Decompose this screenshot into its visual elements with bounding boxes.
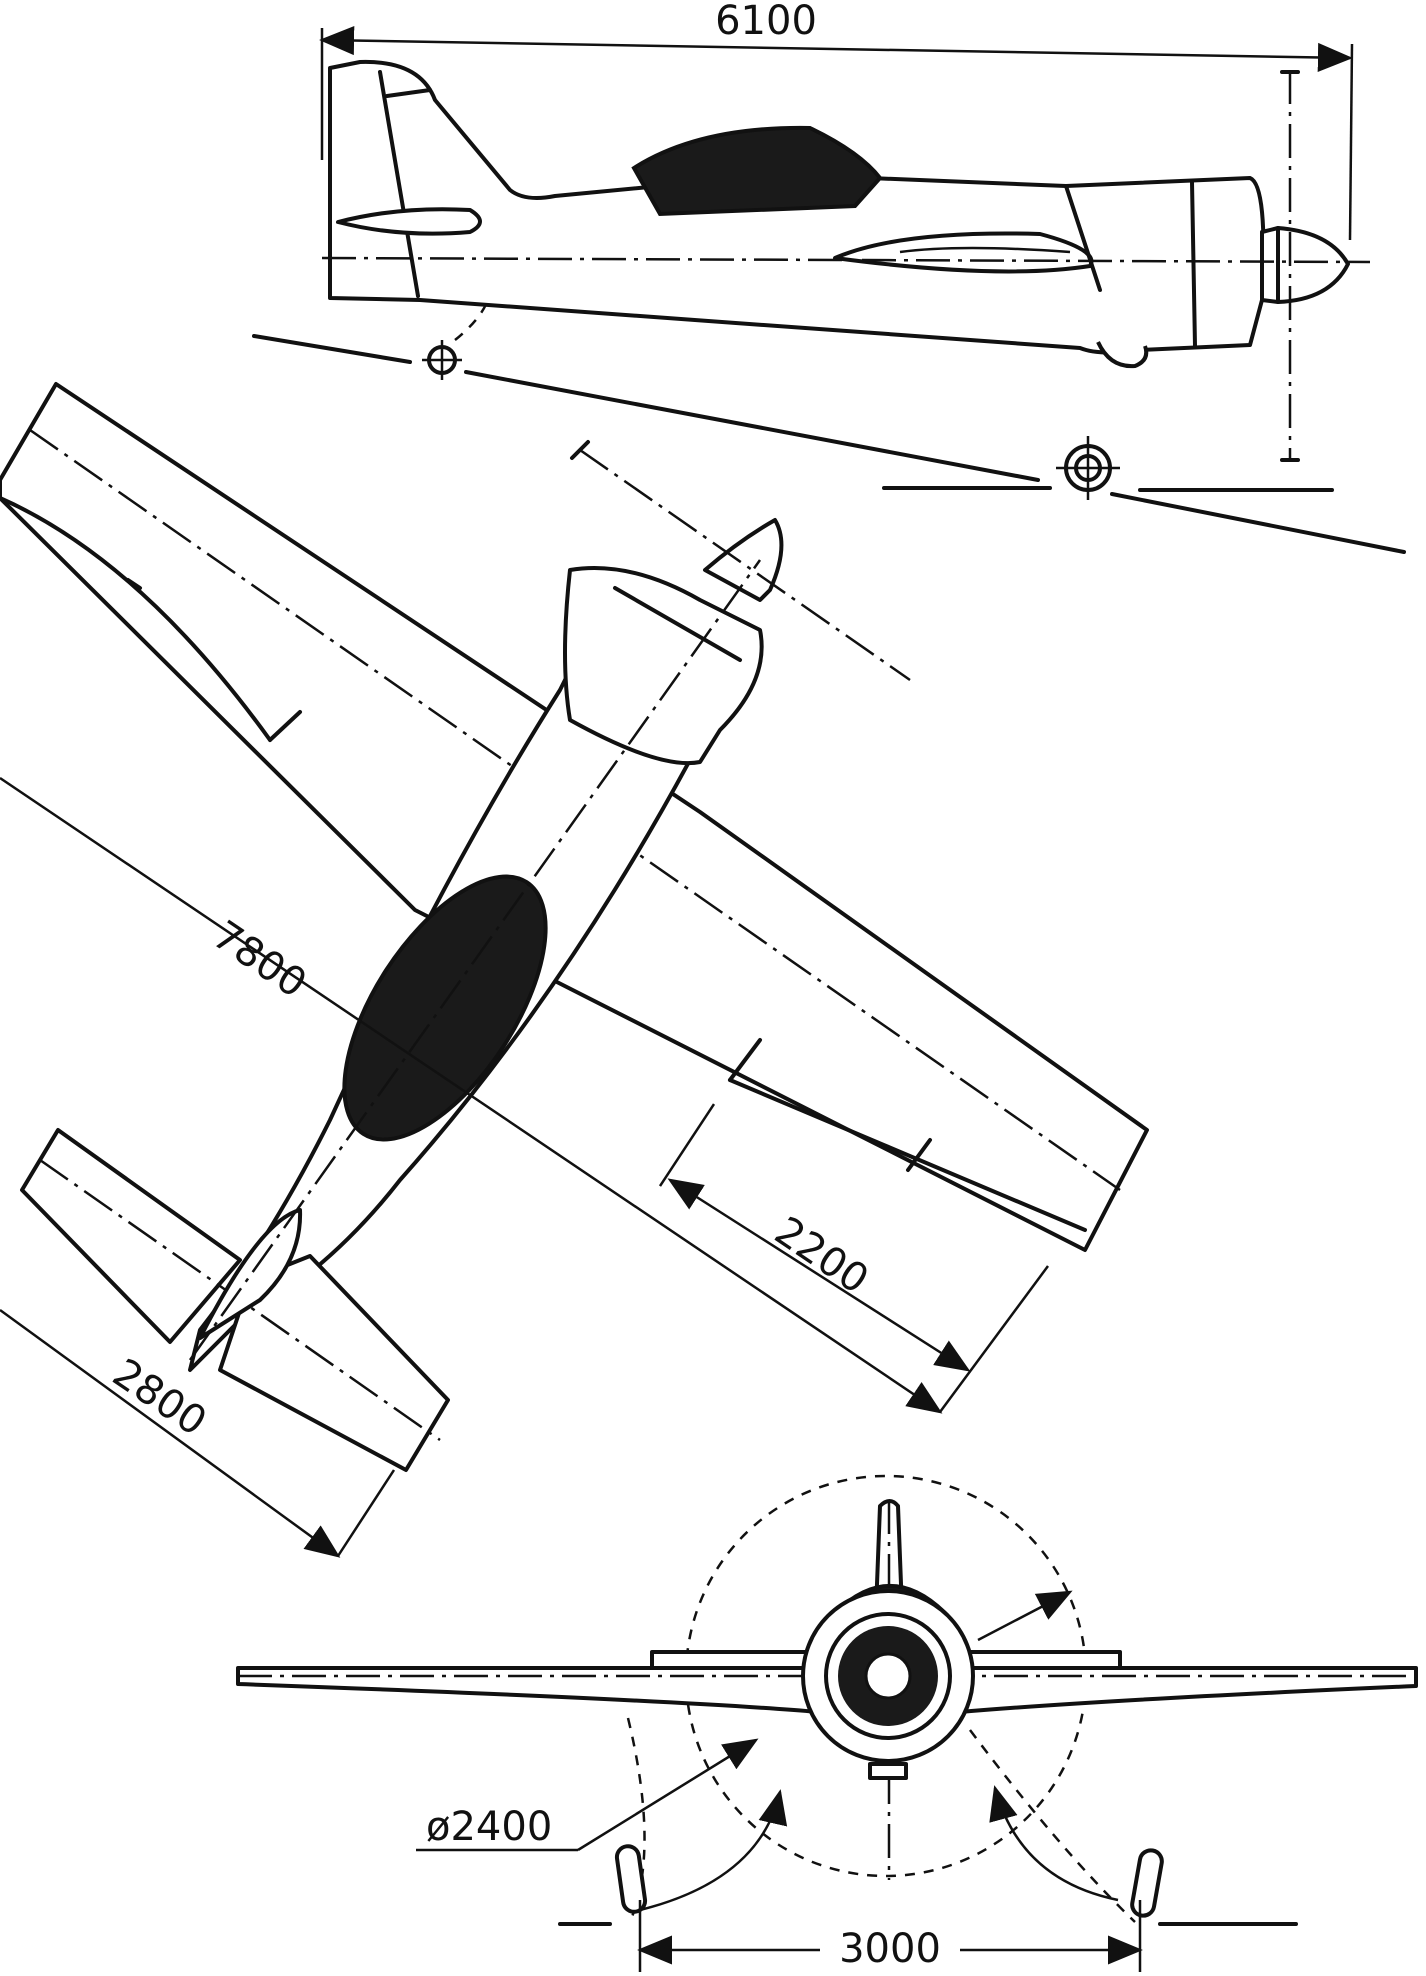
top-cowling bbox=[563, 566, 764, 766]
aileron-dimension-label: 2200 bbox=[766, 1208, 876, 1303]
cg-symbol-large bbox=[1056, 436, 1120, 500]
cowl-front-line bbox=[1190, 180, 1197, 348]
side-view: 6100 bbox=[252, 0, 1406, 554]
aileron-left-end bbox=[268, 710, 302, 742]
wingspan-dimension-label: 7800 bbox=[204, 912, 314, 1007]
aileron-right-end bbox=[906, 1138, 932, 1172]
side-tailplane bbox=[336, 207, 482, 236]
top-propeller-line bbox=[579, 448, 911, 682]
side-spinner bbox=[1260, 226, 1350, 304]
stabilizer-dimension-line bbox=[0, 1308, 341, 1558]
fuselage-centerline bbox=[188, 559, 762, 1361]
front-view: ø2400 3000 bbox=[236, 1474, 1418, 1972]
length-extension-right bbox=[1348, 43, 1354, 241]
cowl-line bbox=[1064, 184, 1102, 292]
aileron-dimension-line bbox=[667, 1178, 971, 1372]
aileron-right-start bbox=[728, 1038, 762, 1082]
fin-tip bbox=[385, 88, 432, 98]
side-gear-fairing bbox=[1096, 341, 1149, 369]
top-spinner bbox=[703, 518, 784, 602]
top-stabilizer bbox=[20, 1128, 242, 1344]
ground-line bbox=[464, 370, 1040, 482]
wheel-left bbox=[614, 1844, 648, 1914]
side-canopy bbox=[631, 125, 883, 217]
front-spinner bbox=[864, 1652, 912, 1700]
track-dimension-label: 3000 bbox=[839, 1926, 941, 1972]
side-centerline bbox=[321, 256, 1371, 264]
length-dimension-line bbox=[319, 25, 1353, 73]
cg-symbol-small bbox=[422, 299, 490, 380]
top-view: 7800 2200 2800 bbox=[0, 382, 1149, 1558]
top-rudder bbox=[198, 1208, 303, 1340]
rudder-hinge-line bbox=[378, 70, 420, 298]
prop-diameter-label: ø2400 bbox=[426, 1804, 552, 1850]
length-dimension-label: 6100 bbox=[715, 0, 817, 44]
wheel-right bbox=[1130, 1848, 1164, 1918]
